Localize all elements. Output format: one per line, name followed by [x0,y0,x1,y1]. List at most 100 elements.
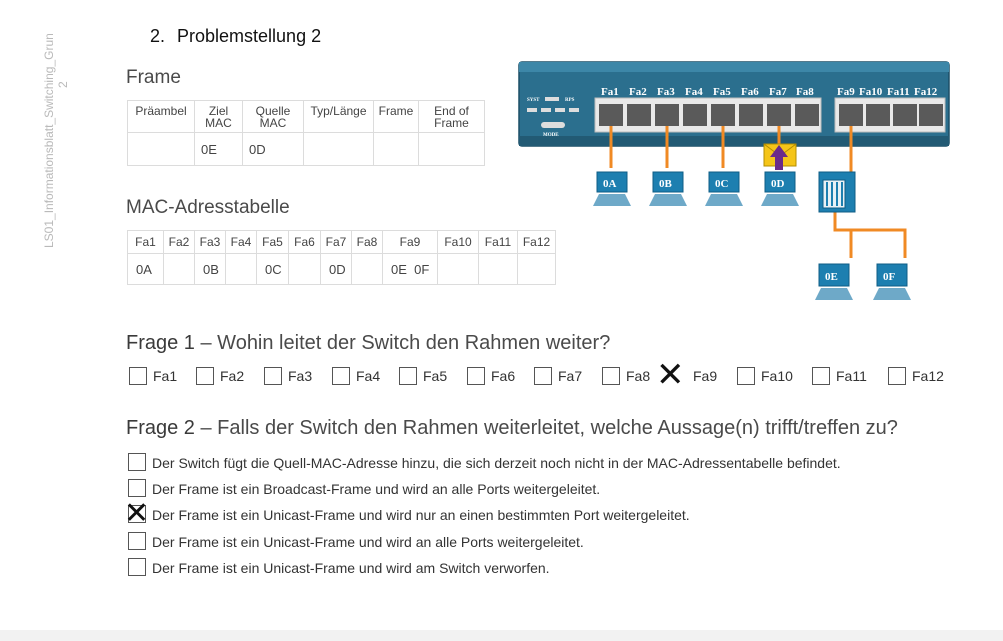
mac-value-cell [163,253,195,285]
mac-value-cell: 0C [256,253,289,285]
question1-label: Frage 1 [126,332,195,354]
pc-label: 0A [603,178,617,190]
switch-icon: SYST RPS MODE Fa1 Fa2 Fa3 Fa4 Fa5 Fa6 Fa… [518,61,950,147]
statement-checkbox[interactable] [128,505,146,523]
port-label: Fa3 [657,86,675,98]
statement-text: Der Frame ist ein Broadcast-Frame und wi… [152,481,601,497]
frame-header-cell: End of Frame [418,100,485,133]
mac-value-cell: 0D [320,253,352,285]
port-label: Fa8 [796,86,814,98]
hub-icon [818,171,856,213]
checkbox-fa6[interactable] [467,367,485,385]
mac-header-cell: Fa1 [127,230,164,254]
mac-header-cell: Fa9 [382,230,438,254]
cross-mark-icon: ✕ [656,356,685,394]
option-label: Fa9 [693,368,718,384]
mac-header-cell: Fa3 [194,230,226,254]
mac-table-title: MAC-Adresstabelle [126,197,290,218]
mac-header-cell: Fa5 [256,230,289,254]
question2-text: – Falls der Switch den Rahmen weiterleit… [194,417,898,439]
pc-label: 0F [883,271,896,283]
statement-text: Der Switch fügt die Quell-MAC-Adresse hi… [152,455,841,471]
mac-header-cell: Fa10 [437,230,479,254]
option-label: Fa2 [220,368,245,384]
port-label: Fa6 [741,86,759,98]
port-label: Fa11 [887,86,910,98]
question2-label: Frage 2 [126,417,195,439]
checkbox-fa10[interactable] [737,367,755,385]
frame-value-cell [127,132,195,166]
checkbox-fa4[interactable] [332,367,350,385]
statement-text: Der Frame ist ein Unicast-Frame und wird… [152,534,584,550]
mac-header-cell: Fa8 [351,230,383,254]
frame-header-cell: Ziel MAC [194,100,243,133]
pc-icon: 0E [815,263,853,300]
checkbox-fa9[interactable] [669,367,687,385]
option-label: Fa1 [153,368,178,384]
checkbox-fa2[interactable] [196,367,214,385]
pc-label: 0D [771,178,785,190]
frame-value-row: 0E 0D [127,132,485,166]
side-label: LS01_Informationsblatt_Switching_Grun 2 [38,0,78,250]
mac-header-cell: Fa11 [478,230,518,254]
side-label-line1: LS01_Informationsblatt_Switching_Grun [42,33,56,248]
mac-header-cell: Fa7 [320,230,352,254]
arrow-up-icon [770,145,788,170]
mac-value-cell: 0A [127,253,164,285]
mac-value-cell [517,253,556,285]
port-label: Fa4 [685,86,703,98]
panel-label-rps: RPS [565,98,575,103]
mac-value-cell [478,253,518,285]
statement-checkbox[interactable] [128,453,146,471]
statement-checkbox[interactable] [128,479,146,497]
frame-header-cell: Präambel [127,100,195,133]
mac-value-row: 0A 0B 0C 0D 0E 0F [127,253,556,285]
pc-label: 0E [825,271,838,283]
checkbox-fa12[interactable] [888,367,906,385]
option-label: Fa7 [558,368,583,384]
switch-ports [599,104,943,126]
pc-icon: 0F [873,263,911,300]
bottom-bar [0,630,1003,641]
frame-value-cell: 0E [194,132,243,166]
checkbox-fa8[interactable] [602,367,620,385]
panel-label-mode: MODE [543,133,559,138]
statement-text: Der Frame ist ein Unicast-Frame und wird… [152,507,690,523]
pc-icon: 0D [761,171,799,206]
mac-value-cell: 0B [194,253,226,285]
option-label: Fa11 [836,368,867,384]
checkbox-fa3[interactable] [264,367,282,385]
checkbox-fa1[interactable] [129,367,147,385]
frame-header-row: Präambel Ziel MAC Quelle MAC Typ/Länge F… [127,100,485,133]
question1-title: Frage 1 – Wohin leitet der Switch den Ra… [126,332,610,355]
statement-checkbox[interactable] [128,558,146,576]
checkbox-fa11[interactable] [812,367,830,385]
cross-mark-icon: ✕ [124,497,150,530]
network-diagram: SYST RPS MODE Fa1 Fa2 Fa3 Fa4 Fa5 Fa6 Fa… [518,61,950,300]
checkbox-fa5[interactable] [399,367,417,385]
heading-title: Problemstellung 2 [177,26,322,46]
option-label: Fa6 [491,368,516,384]
frame-value-cell [373,132,419,166]
heading-number: 2. [150,26,166,46]
statement-text: Der Frame ist ein Unicast-Frame und wird… [152,560,550,576]
frame-table: Präambel Ziel MAC Quelle MAC Typ/Länge F… [127,100,485,166]
question1-text: – Wohin leitet der Switch den Rahmen wei… [194,332,611,354]
pc-label: 0B [659,178,673,190]
mac-value-cell [288,253,321,285]
port-label: Fa10 [859,86,883,98]
pc-label: 0C [715,178,729,190]
statement-checkbox[interactable] [128,532,146,550]
frame-header-cell: Quelle MAC [242,100,304,133]
frame-header-cell: Frame [373,100,419,133]
side-label-line2: 2 [56,81,70,88]
question2-title: Frage 2 – Falls der Switch den Rahmen we… [126,417,898,440]
pc-icon: 0A [593,171,631,206]
checkbox-fa7[interactable] [534,367,552,385]
mac-header-cell: Fa6 [288,230,321,254]
frame-header-cell: Typ/Länge [303,100,374,133]
port-label: Fa12 [914,86,938,98]
option-label: Fa5 [423,368,448,384]
panel-label-syst: SYST [527,98,540,103]
frame-value-cell [418,132,485,166]
